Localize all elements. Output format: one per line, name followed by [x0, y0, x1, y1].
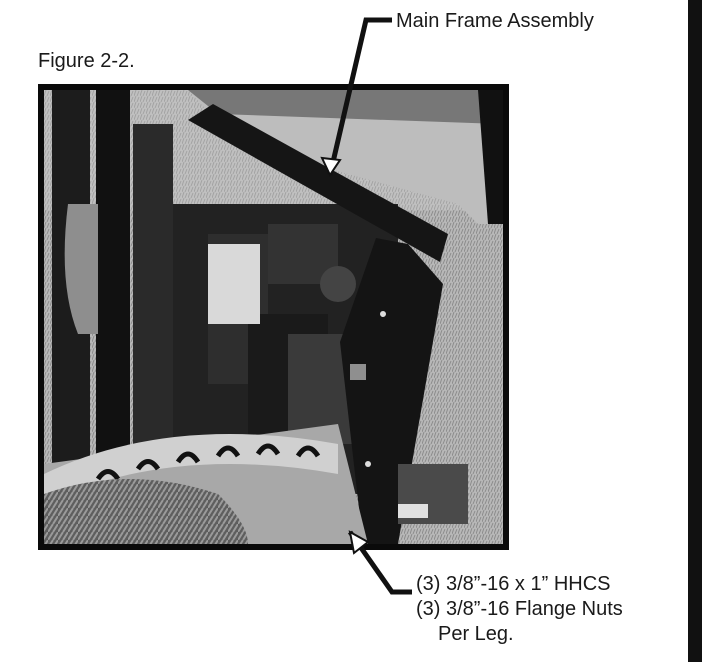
hardware-line-2: (3) 3/8”-16 Flange Nuts — [416, 598, 623, 620]
hardware-line-3: Per Leg. — [438, 623, 514, 645]
page-edge-bar — [688, 0, 702, 662]
callout-main-frame-label: Main Frame Assembly — [396, 10, 594, 32]
callout-hardware-label: (3) 3/8”-16 x 1” HHCS (3) 3/8”-16 Flange… — [416, 572, 623, 647]
hardware-line-1: (3) 3/8”-16 x 1” HHCS — [416, 573, 611, 595]
photo-illustration — [44, 90, 503, 544]
figure-caption: Figure 2-2. — [38, 50, 135, 72]
mower-frame-photo — [38, 84, 509, 550]
hardware-arrow-icon — [348, 530, 370, 555]
main-frame-leader-line — [327, 17, 392, 176]
main-frame-arrow-icon — [320, 156, 342, 178]
hardware-leader-line — [347, 530, 412, 595]
